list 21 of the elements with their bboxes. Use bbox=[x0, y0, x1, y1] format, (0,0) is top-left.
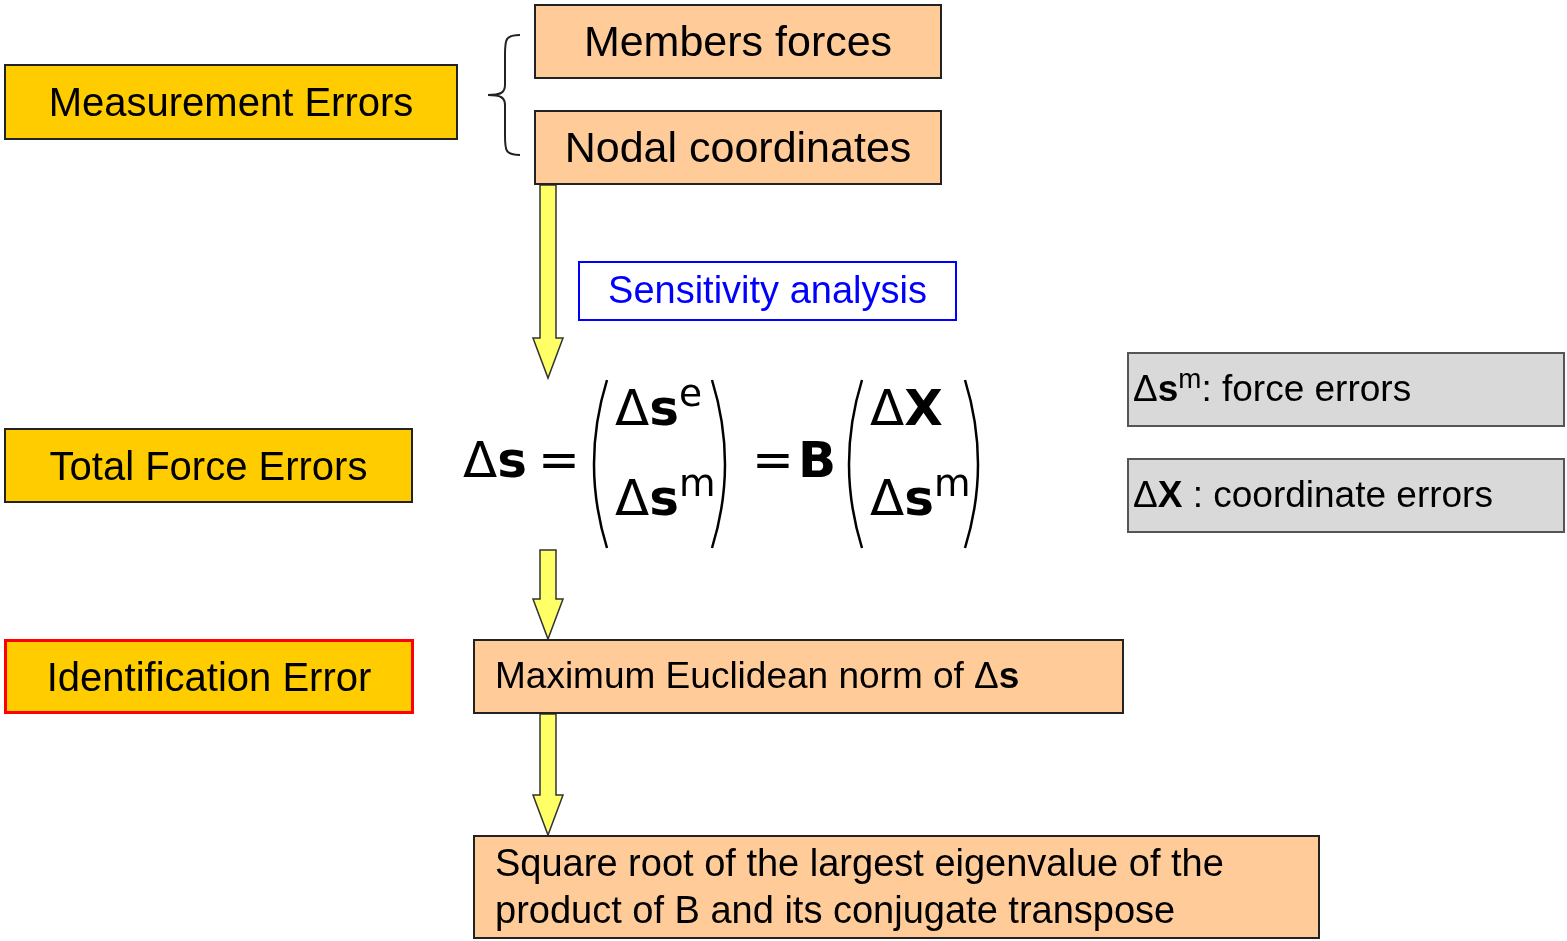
process-box: Maximum Euclidean norm of Δs bbox=[473, 639, 1124, 714]
category-box: Total Force Errors bbox=[4, 428, 413, 503]
legend-note-box: ΔX : coordinate errors bbox=[1127, 458, 1565, 533]
method-label-box: Sensitivity analysis bbox=[578, 261, 957, 321]
block-arrow bbox=[531, 549, 565, 642]
math-expression: Δs$^{m}$ bbox=[870, 473, 971, 523]
block-arrow bbox=[531, 184, 565, 381]
math-expression: = bbox=[752, 435, 794, 485]
math-expression: Δs$^{m}$ bbox=[615, 473, 716, 523]
math-expression: Δs bbox=[463, 435, 527, 485]
process-box: Nodal coordinates bbox=[534, 110, 942, 185]
category-box: Identification Error bbox=[4, 639, 414, 714]
math-expression: = bbox=[538, 435, 580, 485]
process-box: Members forces bbox=[534, 4, 942, 79]
math-expression: B bbox=[798, 435, 837, 485]
category-box: Measurement Errors bbox=[4, 64, 458, 140]
math-expression: ΔX bbox=[870, 383, 943, 433]
block-arrow bbox=[531, 713, 565, 838]
process-box: Square root of the largest eigenvalue of the product of B and its conjugate transpose bbox=[473, 835, 1320, 939]
legend-note-box: Δs$^{m}$: force errors bbox=[1127, 352, 1565, 427]
math-expression: Δs$^{e}$ bbox=[615, 383, 703, 433]
